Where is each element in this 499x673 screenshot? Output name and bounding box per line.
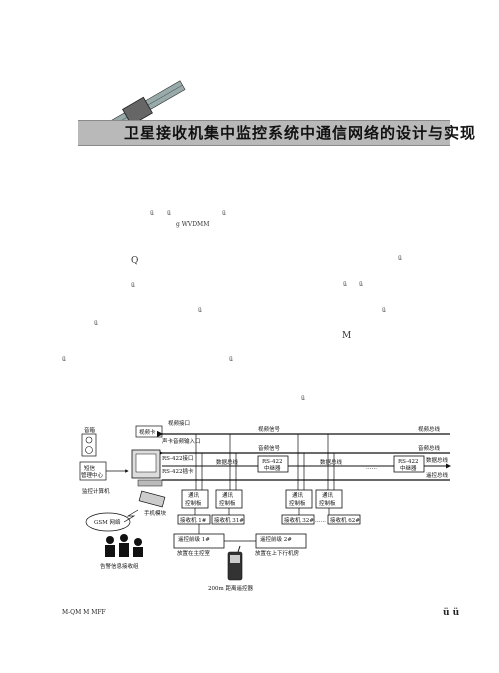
data-bus-right-label: 数据总线: [426, 456, 449, 464]
alarm-group-label: 告警信息接收组: [100, 562, 139, 570]
remote-bus-label: 遥控总线: [426, 471, 449, 479]
alarm-group-icon: [105, 534, 143, 557]
svg-text:接收机 1#: 接收机 1#: [180, 516, 207, 524]
rs422-interface-label: RS-422接口: [162, 454, 193, 462]
repeater-2-label: RS-422: [398, 459, 418, 465]
header-banner: 卫星接收机集中监控系统中通信网络的设计与实现: [78, 72, 475, 146]
text-fragment: ü: [398, 255, 402, 262]
sms-center-label2: 管理中心: [81, 471, 104, 479]
svg-text:接收机 32#: 接收机 32#: [284, 516, 314, 524]
receiver-32: [281, 514, 315, 525]
svg-text:控制板: 控制板: [319, 499, 336, 507]
repeater-2-box: [393, 455, 425, 473]
text-fragment: ü: [343, 281, 347, 288]
video-card-label: 视频卡: [139, 428, 156, 436]
text-fragment: ü: [62, 356, 66, 363]
repeater-1-label2: 中继器: [264, 464, 281, 472]
text-fragment: ü: [198, 307, 202, 314]
repeater-1-box: [257, 455, 289, 473]
text-fragment: Q: [131, 256, 139, 266]
article-title: 卫星接收机集中监控系统中通信网络的设计与实现: [124, 124, 477, 142]
audio-input-label: 声卡音频输入口: [162, 437, 201, 445]
svg-text:遥控前级 2#: 遥控前级 2#: [260, 535, 292, 543]
sms-center-label: 短信: [84, 464, 96, 472]
svg-text:遥控前级 1#: 遥控前级 1#: [178, 535, 210, 543]
gsm-module-label: 手机模块: [144, 509, 167, 517]
svg-text:接收机 31#: 接收机 31#: [214, 516, 244, 524]
svg-text:通讯: 通讯: [222, 491, 234, 499]
gsm-network-cloud: [85, 512, 131, 532]
text-fragment: ü: [94, 320, 98, 327]
audio-signal-label: 音频信号: [258, 444, 281, 452]
receiver-31: [211, 514, 245, 525]
monitor-pc-label: 监控计算机: [82, 487, 110, 495]
system-diagram: 音箱 视频卡 视频接口 声卡音频输入口 视频信号 视频总线 音频信号 音频总线 …: [79, 419, 451, 592]
repeater-1-label: RS-422: [262, 459, 282, 465]
remote-controller-icon: [227, 545, 243, 581]
svg-text:接收机 62#: 接收机 62#: [330, 516, 360, 524]
text-fragment: ü: [167, 210, 171, 217]
repeater-2-label2: 中继器: [400, 464, 417, 472]
svg-text:控制板: 控制板: [219, 499, 236, 507]
video-interface-label: 视频接口: [168, 419, 190, 427]
title-band: [78, 120, 450, 146]
svg-text:通讯: 通讯: [322, 491, 334, 499]
text-fragment: ü: [359, 281, 363, 288]
text-fragment: g WVDMM: [176, 221, 210, 228]
svg-text:通讯: 通讯: [188, 491, 200, 499]
remote-controller-label: 200m 距离遥控器: [208, 584, 253, 592]
text-fragment: ü: [131, 282, 135, 289]
receiver-ellipsis: ……: [315, 518, 326, 524]
footer-right-text: ü ü: [443, 608, 460, 618]
text-fragment: ü: [222, 210, 226, 217]
svg-text:控制板: 控制板: [185, 499, 202, 507]
gsm-network-label: GSM 网络: [94, 518, 121, 526]
footer-left-text: M-QM M MFF: [62, 609, 106, 616]
text-fragment: ü: [382, 307, 386, 314]
rs422-card-label: RS-422插卡: [162, 467, 194, 475]
bus-ellipsis: ……: [366, 465, 377, 471]
text-fragment: ü: [150, 210, 154, 217]
data-bus-label: 数据总线: [216, 458, 239, 466]
text-fragment: ü: [301, 395, 305, 402]
data-bus-label-2: 数据总线: [320, 458, 343, 466]
video-signal-label: 视频信号: [258, 425, 281, 433]
video-bus-label: 视频总线: [418, 425, 441, 433]
gsm-module-icon: [138, 490, 166, 508]
receiver-1: [177, 514, 211, 525]
audio-bus-label: 音频总线: [418, 444, 441, 452]
svg-text:放置在上下行机房: 放置在上下行机房: [255, 549, 300, 557]
svg-text:通讯: 通讯: [292, 491, 304, 499]
receiver-62: [327, 514, 361, 525]
speaker-label: 音箱: [84, 426, 96, 434]
svg-text:放置在主控室: 放置在主控室: [177, 549, 211, 557]
text-fragment: M: [342, 331, 352, 341]
text-fragment: ü: [229, 356, 233, 363]
svg-text:控制板: 控制板: [289, 499, 306, 507]
